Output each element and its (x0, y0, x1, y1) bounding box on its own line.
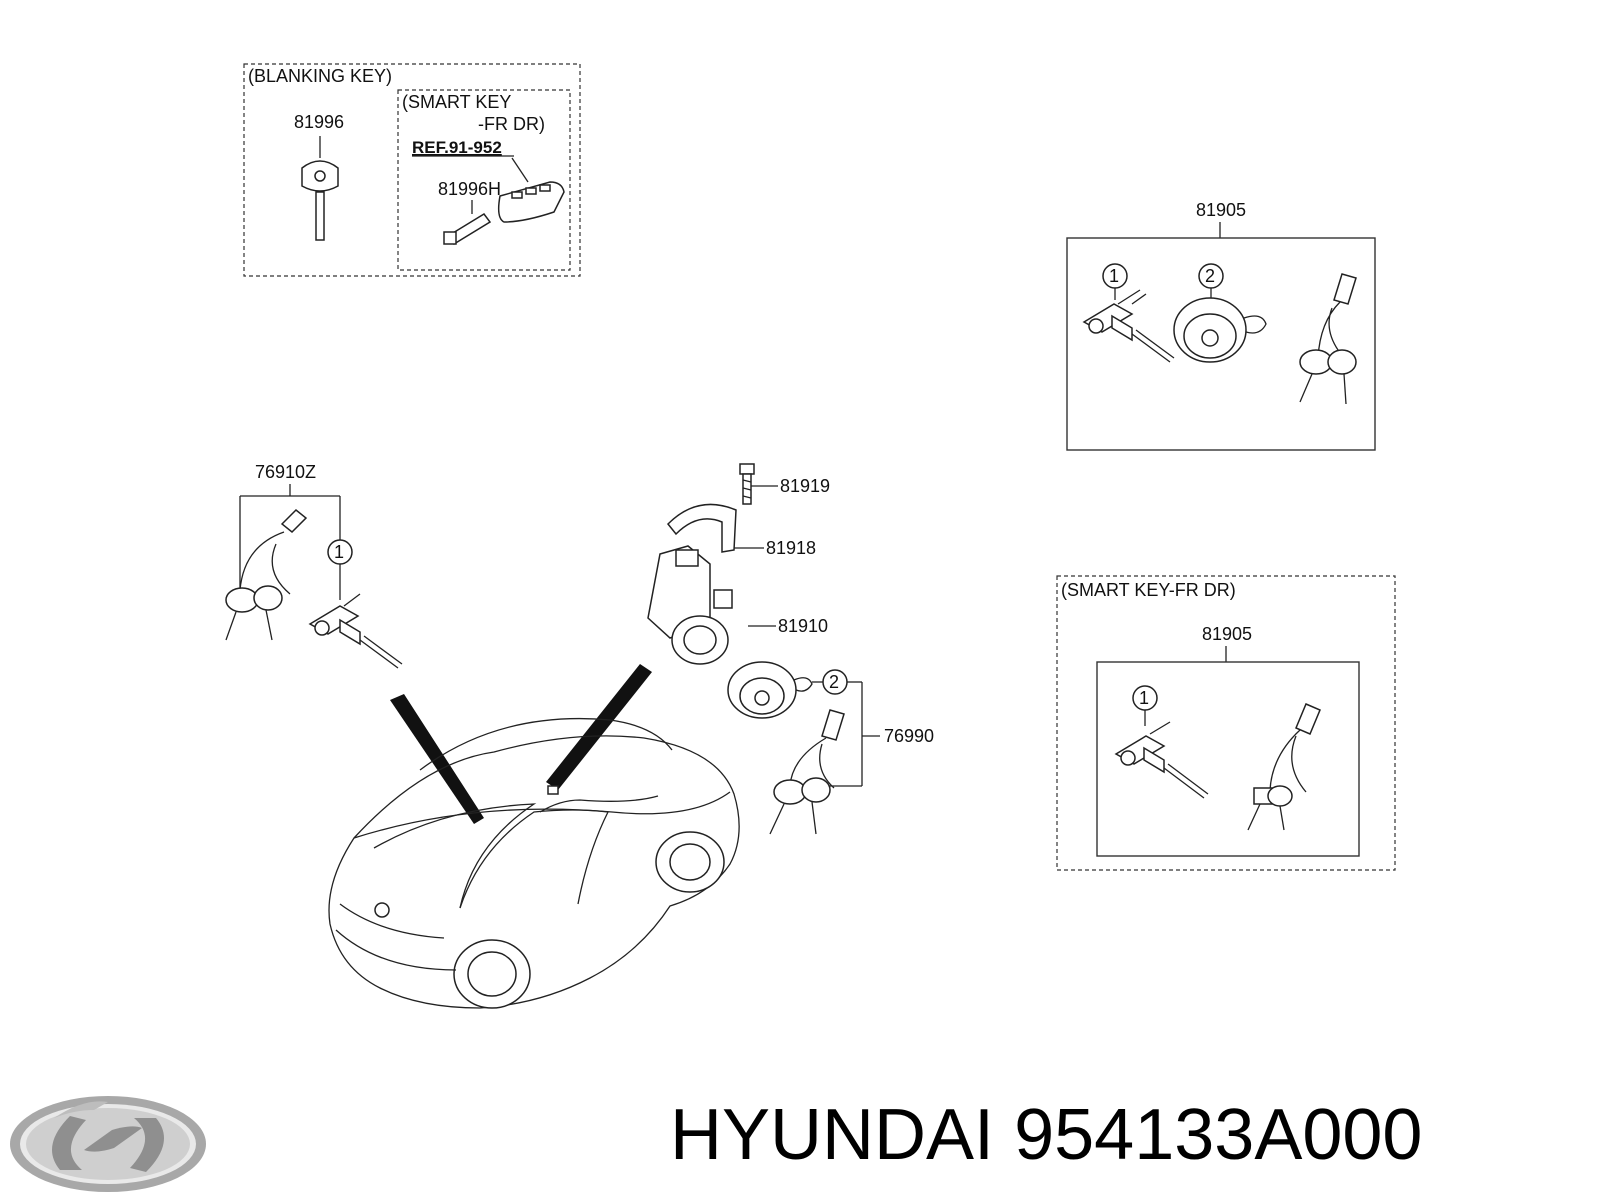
part-76990-label: 76990 (884, 726, 934, 746)
bracket-drawing (666, 503, 737, 553)
key-set-drawing-top (1299, 273, 1357, 405)
callout-2-top: 2 (1205, 266, 1215, 286)
blanking-key-label: (BLANKING KEY) (248, 66, 392, 86)
smart-key-door-group: (SMART KEY-FR DR) 81905 1 (1056, 575, 1396, 871)
key-set-drawing-left (225, 508, 308, 641)
part-81910-label: 81910 (778, 616, 828, 636)
part-81905-bottom-label: 81905 (1202, 624, 1252, 644)
brand-caption: HYUNDAI 954133A000 (670, 1085, 1590, 1185)
key-set-drawing-center (769, 709, 845, 835)
part-76910Z-label: 76910Z (255, 462, 316, 482)
callout-1-top: 1 (1109, 266, 1119, 286)
brand-name: HYUNDAI (670, 1095, 995, 1175)
smart-key-right-label: (SMART KEY-FR DR) (1061, 580, 1236, 600)
door-lock-keyset-group: 76910Z 1 (225, 462, 403, 669)
door-lock-cylinder-drawing (1082, 289, 1175, 363)
door-lock-cylinder-left-drawing (308, 593, 403, 669)
smart-key-inner-label-2: -FR DR) (478, 114, 545, 134)
part-81996-label: 81996 (294, 112, 344, 132)
callout-1-left: 1 (334, 542, 344, 562)
ignition-switch-center-drawing (727, 661, 813, 719)
smart-key-inner-label-1: (SMART KEY (402, 92, 511, 112)
callout-1-right: 1 (1139, 688, 1149, 708)
smart-key-fob-drawing (443, 181, 565, 245)
part-81905-top-label: 81905 (1196, 200, 1246, 220)
reference-label: REF.91-952 (412, 138, 502, 157)
part-81919-label: 81919 (780, 476, 830, 496)
lock-body-drawing (647, 545, 733, 665)
door-lock-cylinder-right-drawing (1114, 721, 1209, 799)
ignition-set-group: 81905 1 2 (1066, 200, 1376, 451)
steering-lock-assembly: 81919 81918 81910 2 76990 (647, 463, 934, 835)
key-set-drawing-right (1247, 703, 1321, 831)
hyundai-logo (10, 1096, 206, 1192)
part-81996H-label: 81996H (438, 179, 501, 199)
blank-key-drawing (301, 160, 339, 241)
ignition-switch-drawing (1173, 297, 1267, 363)
callout-2-center: 2 (829, 672, 839, 692)
blanking-key-group: (BLANKING KEY) 81996 (SMART KEY -FR DR) … (243, 63, 581, 277)
part-81918-label: 81918 (766, 538, 816, 558)
car-illustration (328, 664, 740, 1009)
bolt-drawing (739, 463, 755, 505)
part-number: 954133A000 (1014, 1095, 1423, 1175)
